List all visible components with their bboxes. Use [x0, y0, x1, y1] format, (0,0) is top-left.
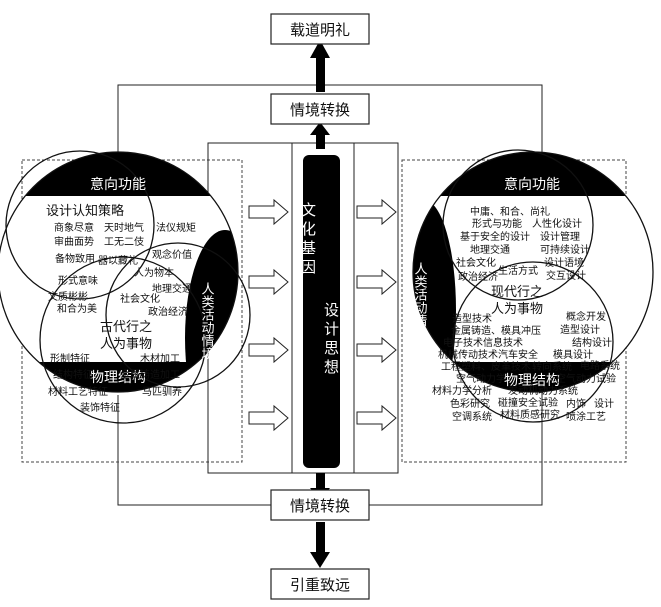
left-term: 金属铸造加工 [120, 368, 180, 381]
center-text-2: 设计思想 [322, 302, 340, 378]
right-term: 材料力学分析 [432, 384, 492, 397]
right-top-cap: 意向功能 [504, 176, 560, 193]
right-term: 工程塑料、皮革技术 [441, 360, 531, 373]
right-terms: 中庸、和合、尚礼 形式与功能 人性化设计 基于安全的设计 设计管理 地理交通 可… [432, 205, 620, 423]
left-term: 法仪规矩 [156, 221, 196, 234]
right-term: 电路系统 [580, 359, 620, 372]
right-term: 色彩研究 [450, 397, 490, 410]
left-term: 形制特征 [50, 352, 90, 365]
left-term: 人为物本 [134, 266, 174, 279]
center-bar [303, 155, 340, 468]
right-term: 可持续设计 [540, 243, 590, 256]
right-side-label: 人类活动情境 [412, 262, 428, 340]
left-side-label: 人类活动情境 [199, 282, 215, 360]
right-term: 结构设计 [572, 336, 612, 349]
center-text-1: 文化基因 [299, 202, 317, 278]
left-term: 器以藏礼 [98, 254, 138, 267]
right-term: 喷涂工艺 [566, 410, 606, 423]
left-core-2: 人为事物 [100, 337, 152, 352]
right-term: 电子技术信息技术 [443, 336, 523, 349]
left-term: 和合为美 [57, 302, 97, 315]
top-box [270, 13, 370, 45]
bottom-box [270, 568, 370, 600]
left-terms: 设计认知策略 商象尽意 天时地气 法仪规矩 审曲面势 工无二伎 观念价值 备物致… [46, 203, 196, 414]
left-term: 文质彬彬 [48, 290, 88, 303]
right-term: 材料质感研究 [500, 408, 560, 421]
right-term: 设计语境 [544, 256, 584, 269]
right-term: 造型技术 [452, 312, 492, 325]
context-switch-top [270, 93, 370, 125]
right-term: 空气动力学 [456, 372, 506, 385]
right-term: 形式与功能 [472, 217, 522, 230]
left-term: 政治经济 [148, 305, 188, 318]
right-term: 设计管理 [540, 230, 580, 243]
context-switch-bottom [270, 489, 370, 521]
right-term: 空气动力试验 [556, 372, 616, 385]
right-term: 造型设计 [560, 323, 600, 336]
right-core-1: 现代行之 [491, 285, 543, 300]
right-term: 基于安全的设计 [460, 230, 530, 243]
right-term: 金属铸造、模具冲压 [451, 324, 541, 337]
left-term: 天时地气 [104, 221, 144, 234]
right-term: 概念开发 [566, 310, 606, 323]
right-core-2: 人为事物 [491, 302, 543, 317]
left-term: 商象尽意 [54, 221, 94, 234]
left-term: 观念价值 [152, 248, 192, 261]
left-term: 形式意味 [58, 274, 98, 287]
left-term: 材料工艺特征 [48, 385, 108, 398]
right-term: 碰撞安全试验 [498, 396, 558, 409]
context-switch-bottom-label: 情境转换 [290, 497, 350, 515]
up-arrow-top [310, 40, 330, 92]
down-arrow-bottom [310, 522, 330, 568]
right-term: 中庸、和合、尚礼 [470, 205, 550, 218]
context-switch-top-label: 情境转换 [290, 101, 350, 119]
left-term: 地理交通 [152, 282, 192, 295]
left-top-cap: 意向功能 [90, 176, 146, 193]
right-term: 机械传动技术汽车安全 [438, 348, 538, 361]
left-bottom-cap: 物理结构 [90, 370, 146, 386]
right-term: 发动机动力系统 [508, 384, 578, 397]
right-term: 政治经济 [458, 270, 498, 283]
left-term: 马匹驯养 [142, 385, 182, 398]
right-term: 模具设计 [553, 348, 593, 361]
bottom-box-label: 引重致远 [290, 576, 350, 594]
right-term: 内饰 [566, 397, 586, 410]
up-arrow-mid [310, 122, 330, 149]
right-term: 空调系统 [452, 410, 492, 423]
left-term: 社会文化 [120, 292, 160, 305]
right-bottom-cap: 物理结构 [504, 373, 560, 389]
left-core-1: 古代行之 [100, 320, 152, 335]
left-term: 审曲面势 [54, 235, 94, 248]
left-term: 工无二伎 [104, 236, 144, 248]
top-box-label: 载道明礼 [290, 21, 350, 39]
right-term: 设计 [594, 397, 614, 410]
left-term: 备物致用 [55, 252, 95, 265]
left-term: 装饰特征 [80, 401, 120, 414]
right-term: 社会文化 [456, 256, 496, 269]
right-term: 人性化设计 [532, 217, 582, 230]
right-term: 交互设计 [546, 269, 586, 282]
right-term: 生活方式 [498, 264, 538, 277]
left-term: 木材加工 [140, 352, 180, 365]
right-term: 转向系统 [532, 360, 572, 373]
left-title: 设计认知策略 [46, 203, 124, 219]
left-term: 结构特征 [53, 368, 93, 381]
right-term: 地理交通 [470, 243, 510, 256]
hollow-arrows [248, 198, 397, 432]
top-loop-line [117, 84, 543, 160]
